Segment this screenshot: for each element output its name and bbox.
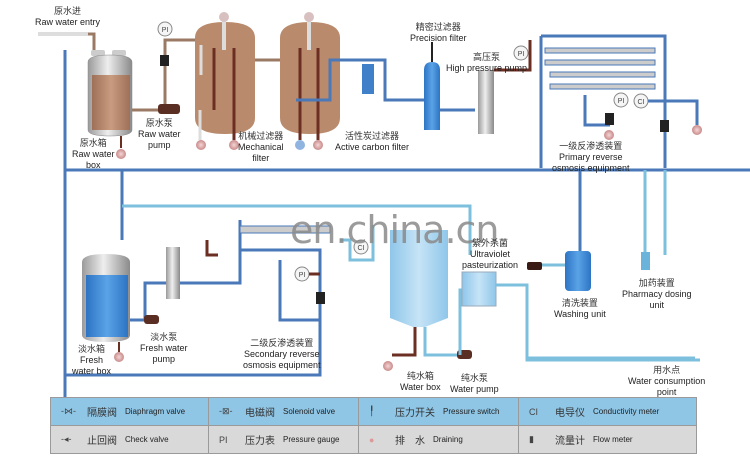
svg-text:PI: PI <box>618 98 625 105</box>
diaphragm-valve-icon: -⋈- <box>61 406 76 416</box>
pharmacy-dosing-unit <box>641 170 650 270</box>
svg-text:PI: PI <box>518 51 525 58</box>
legend-table: -⋈- 隔膜阀 Diaphragm valve -⊠- 电磁阀 Solenoid… <box>50 397 697 454</box>
legend-check-valve: -◂- 止回阀 Check valve <box>51 426 209 453</box>
raw-water-pump: PI <box>132 21 195 114</box>
flow-meter-icon: ▮ <box>529 434 534 444</box>
legend-draining: ● 排 水 Draining <box>359 426 519 453</box>
legend-conductivity-meter: CI 电导仪 Conductivity meter <box>529 406 660 420</box>
fresh-water-box-tank <box>82 254 130 362</box>
pressure-switch-icon: ╿ <box>369 406 375 416</box>
conductivity-meter-icon: CI <box>529 406 538 417</box>
legend-pressure-gauge: PI 压力表 Pressure gauge <box>209 426 359 453</box>
solenoid-valve-icon: -⊠- <box>219 406 233 416</box>
legend-flow-meter: ▮ 流量计 Flow meter <box>529 434 633 447</box>
drain-icon <box>116 149 126 159</box>
precision-filter <box>362 42 475 130</box>
secondary-ro-equipment: PI CI <box>65 225 375 377</box>
active-carbon-filter <box>280 12 365 150</box>
svg-text:CI: CI <box>358 245 365 252</box>
svg-text:CI: CI <box>638 99 645 106</box>
mechanical-filter <box>195 12 280 150</box>
washing-unit <box>527 251 591 291</box>
watermark: en.china.cn <box>290 208 500 252</box>
fresh-water-pump <box>130 220 242 324</box>
flow-meter-icon <box>160 55 169 66</box>
check-valve-icon: -◂- <box>61 434 72 444</box>
svg-text:PI: PI <box>299 272 306 279</box>
high-pressure-pump: PI <box>478 40 532 134</box>
legend-row: -◂- 止回阀 Check valve PI 压力表 Pressure gaug… <box>51 426 696 453</box>
primary-ro-equipment: PI CI <box>539 34 702 168</box>
drain-icon: ● <box>369 434 375 445</box>
legend-solenoid-valve: -⊠- 电磁阀 Solenoid valve <box>209 398 359 425</box>
raw-water-entry-pipe <box>38 32 96 55</box>
pressure-gauge-tag: PI <box>162 27 169 34</box>
pressure-gauge-icon: PI <box>219 434 228 445</box>
legend-pressure-switch: ╿ 压力开关 Pressure switch <box>359 398 519 425</box>
legend-row: -⋈- 隔膜阀 Diaphragm valve -⊠- 电磁阀 Solenoid… <box>51 398 696 426</box>
raw-water-box-tank <box>87 50 133 159</box>
water-consumption-pipe <box>525 288 695 360</box>
legend-diaphragm-valve: -⋈- 隔膜阀 Diaphragm valve <box>51 398 209 425</box>
